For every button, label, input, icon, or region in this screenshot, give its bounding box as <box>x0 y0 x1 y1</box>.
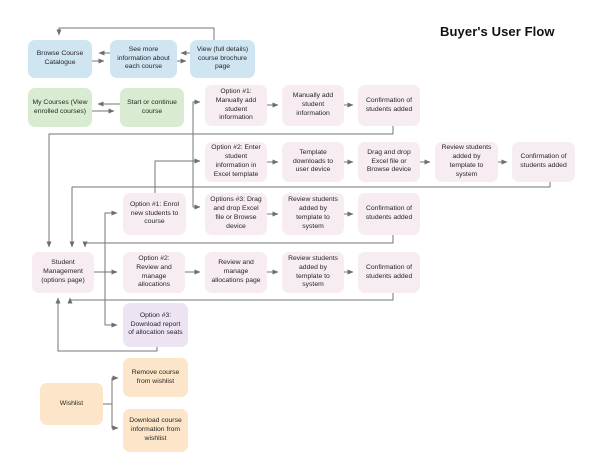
node-confirmation-students-added-3: Confirmation of students added <box>358 193 420 235</box>
node-option3-download-report: Option #3: Download report of allocation… <box>123 303 188 347</box>
node-confirmation-students-added-4: Confirmation of students added <box>358 252 420 293</box>
node-confirmation-students-added-1: Confirmation of students added <box>358 85 420 126</box>
node-option1-manually-add: Option #1: Manually add student informat… <box>205 85 267 126</box>
connectors <box>46 27 551 431</box>
node-review-allocations-page: Review and manage allocations page <box>205 252 267 293</box>
node-download-course-from-wishlist: Download course information from wishlis… <box>123 409 188 452</box>
page-title: Buyer's User Flow <box>440 24 555 39</box>
node-see-more-information: See more information about each course <box>110 40 177 78</box>
node-remove-course-from-wishlist: Remove course from wishlist <box>123 358 188 397</box>
node-option2-review-allocations: Option #2: Review and manage allocations <box>123 252 185 293</box>
node-confirmation-students-added-2: Confirmation of students added <box>512 142 575 182</box>
node-manually-add-information: Manually add student information <box>282 85 344 126</box>
node-options3-drag-drop: Options #3: Drag and drop Excel file or … <box>205 193 267 235</box>
node-review-students-added-1: Review students added by template to sys… <box>435 142 498 182</box>
node-student-management: Student Management (options page) <box>32 252 94 293</box>
node-my-courses: My Courses (View enrolled courses) <box>28 88 92 127</box>
node-option2-excel-template: Option #2: Enter student information in … <box>205 142 267 182</box>
node-template-downloads: Template downloads to user device <box>282 142 344 182</box>
node-wishlist: Wishlist <box>40 383 103 425</box>
node-drag-drop-excel: Drag and drop Excel file or Browse devic… <box>358 142 420 182</box>
node-review-students-added-3: Review students added by template to sys… <box>282 252 344 293</box>
node-review-students-added-2: Review students added by template to sys… <box>282 193 344 235</box>
node-browse-course-catalogue: Browse Course Catalogue <box>28 40 92 78</box>
node-view-brochure-page: View (full details) course brochure page <box>190 40 255 78</box>
node-start-or-continue-course: Start or continue course <box>120 88 184 127</box>
node-option1-enrol-new-students: Option #1: Enrol new students to course <box>123 193 186 235</box>
